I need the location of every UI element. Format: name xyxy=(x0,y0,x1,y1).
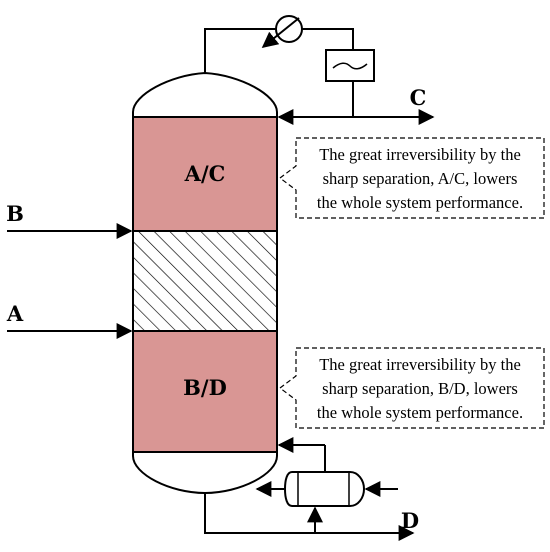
stream-a-label: A xyxy=(6,301,24,326)
upper-section-label: A/C xyxy=(184,161,226,186)
lower-note-line-2: sharp separation, B/D, lowers xyxy=(322,379,518,398)
lower-note-line-1: The great irreversibility by the xyxy=(319,355,521,374)
upper-section xyxy=(132,116,278,232)
reboiler-icon xyxy=(283,471,366,507)
upper-note-line-3: the whole system performance. xyxy=(317,193,523,212)
upper-note-callout: The great irreversibility by the sharp s… xyxy=(279,137,545,219)
stream-d-label: D xyxy=(401,508,419,533)
reboiler-system xyxy=(204,437,415,541)
overhead-system xyxy=(204,15,435,125)
stream-c-label: C xyxy=(410,85,427,110)
lower-note-line-3: the whole system performance. xyxy=(317,403,523,422)
upper-note-line-2: sharp separation, A/C, lowers xyxy=(323,169,518,188)
lower-note-callout: The great irreversibility by the sharp s… xyxy=(279,347,545,429)
packing-section xyxy=(132,230,278,332)
lower-section xyxy=(132,330,278,453)
lower-section-label: B/D xyxy=(183,375,227,400)
upper-note-line-1: The great irreversibility by the xyxy=(319,145,521,164)
stream-b-label: B xyxy=(6,201,24,226)
